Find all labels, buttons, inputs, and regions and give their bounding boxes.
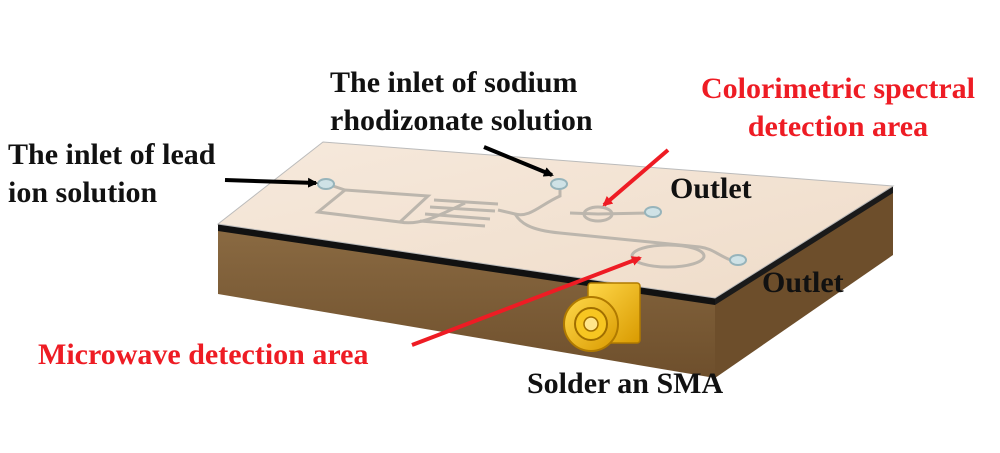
- microwave-area-label: Microwave detection area: [38, 338, 369, 371]
- colorimetric-area-label-line-1: Colorimetric spectral: [700, 72, 976, 105]
- upper-outlet-port: [644, 206, 662, 218]
- ports: [317, 178, 747, 266]
- microwave-area-arrow: [411, 256, 642, 347]
- sodium-inlet-label-line-2: rhodizonate solution: [330, 104, 593, 137]
- sma-label: Solder an SMA: [527, 367, 724, 400]
- substrate-edge-right: [715, 186, 893, 305]
- sodium-inlet-arrow: [483, 145, 554, 177]
- lower-outlet-label: Outlet: [762, 266, 844, 299]
- chip-top-surface: [216, 141, 895, 299]
- lead-inlet-label-line-2: ion solution: [8, 176, 158, 209]
- microfluidic-channels: [314, 182, 741, 269]
- sodium-inlet-label: The inlet of sodium rhodizonate solution: [330, 64, 593, 140]
- lead-inlet-label: The inlet of lead ion solution: [8, 136, 216, 212]
- lead-inlet-arrow: [224, 177, 318, 188]
- lead-inlet-port: [317, 178, 335, 190]
- sma-connector: [563, 282, 641, 352]
- lead-inlet-label-line-1: The inlet of lead: [8, 138, 216, 171]
- sodium-inlet-port: [550, 178, 568, 190]
- colorimetric-area-label: Colorimetric spectral detection area: [680, 70, 996, 146]
- colorimetric-area-label-line-2: detection area: [747, 110, 929, 143]
- upper-outlet-label: Outlet: [670, 172, 752, 205]
- sodium-inlet-label-line-1: The inlet of sodium: [330, 66, 578, 99]
- colorimetric-area-arrow: [602, 148, 670, 207]
- chip-right-face: [715, 192, 893, 378]
- lower-outlet-port: [729, 254, 747, 266]
